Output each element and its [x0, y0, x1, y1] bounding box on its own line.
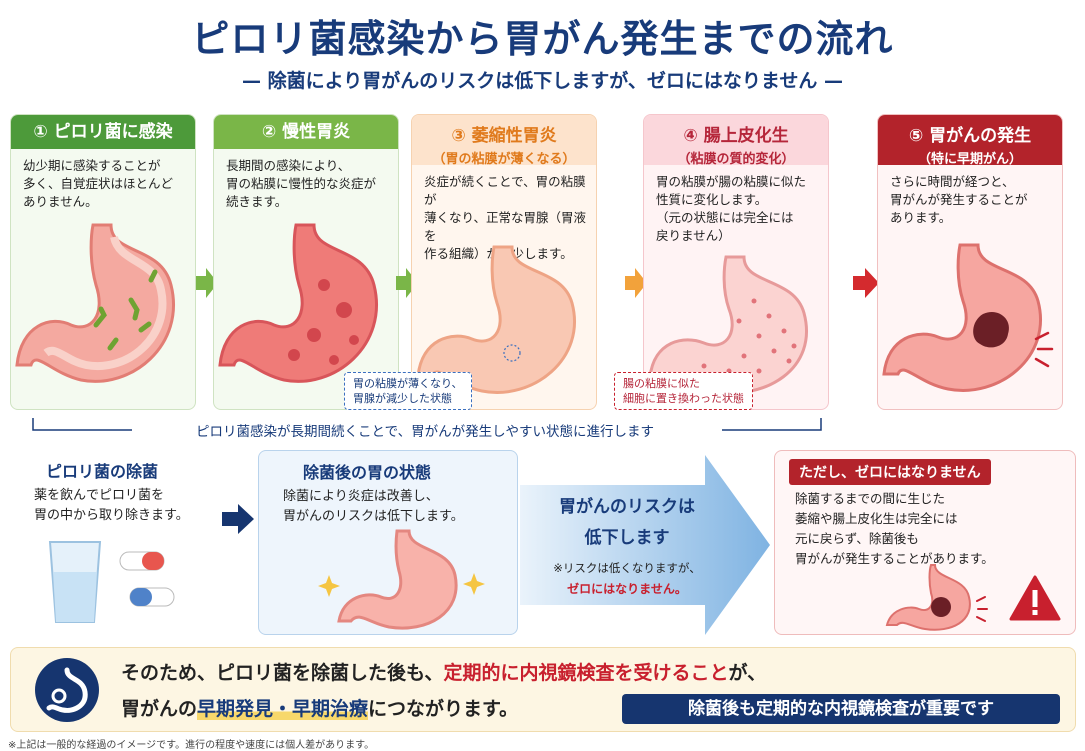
arrow-right-icon — [396, 268, 418, 298]
tumor-icon — [973, 311, 1009, 348]
stomach-healthy-illustration — [318, 529, 485, 630]
caution-text: 除菌するまでの間に生じた萎縮や腸上皮化生は完全には元に戻らず、除菌後も胃がんが発… — [795, 491, 994, 566]
capsule-icon — [119, 551, 165, 571]
stage-card-intestinal-metaplasia: ④ 腸上皮化生（粘膜の質的変化） 胃の粘膜が腸の粘膜に似た性質に変化します。（元… — [643, 114, 829, 410]
footnote: ※上記は一般的な経過のイメージです。進行の程度や速度には個人差があります。 — [8, 740, 375, 751]
key-message-pill: 除菌後も定期的な内視鏡検査が重要です — [622, 694, 1060, 724]
after-text: 除菌により炎症は改善し、胃がんのリスクは低下します。 — [283, 489, 464, 524]
stage-card-chronic-gastritis: ② 慢性胃炎 長期間の感染により、胃の粘膜に慢性的な炎症が続きます。 — [213, 114, 399, 410]
bottom-line-1: そのため、ピロリ菌を除菌した後も、定期的に内視鏡検査を受けることが、 — [121, 662, 767, 684]
callout-atrophy: 胃の粘膜が薄くなり、胃腺が減少した状態 — [344, 372, 472, 410]
stage-text: 長期間の感染により、胃の粘膜に慢性的な炎症が続きます。 — [226, 158, 377, 209]
stage-card-infection: ① ピロリ菌に感染 幼少期に感染することが多く、自覚症状はほとんどありません。 — [10, 114, 196, 410]
after-title: 除菌後の胃の状態 — [303, 463, 432, 482]
stage-title: ③ 萎縮性胃炎（胃の粘膜が薄くなる） — [412, 115, 596, 167]
eradication-text: 薬を飲んでピロリ菌を胃の中から取り除きます。 — [34, 488, 189, 523]
stage-text: さらに時間が経つと、胃がんが発生することがあります。 — [890, 174, 1028, 225]
page-title: ピロリ菌感染から胃がん発生までの流れ — [191, 17, 894, 61]
big-arrow-icon — [520, 455, 770, 635]
risk-text: 胃がんのリスクは 低下します ※リスクは低くなりますが、 ゼロにはなりません。 — [553, 497, 701, 596]
bacteria-icon — [93, 269, 158, 351]
warning-icon — [1009, 575, 1061, 621]
sparkle-icon — [318, 573, 485, 597]
stage-title: ① ピロリ菌に感染 — [11, 115, 195, 149]
stomach-inflamed-illustration — [218, 223, 378, 383]
bracket-caption: ピロリ菌感染が長期間続くことで、胃がんが発生しやすい状態に進行します — [196, 424, 654, 440]
stage-text: 胃の粘膜が腸の粘膜に似た性質に変化します。（元の状態には完全には戻りません） — [656, 174, 807, 243]
caution-box: ただし、ゼロにはなりません 除菌するまでの間に生じた萎縮や腸上皮化生は完全には元… — [774, 450, 1076, 635]
water-and-pills-illustration — [48, 541, 175, 623]
bottom-line-2: 胃がんの早期発見・早期治療につながります。 — [121, 698, 519, 720]
callout-metaplasia: 腸の粘膜に似た細胞に置き換わった状態 — [614, 372, 753, 410]
stomach-cancer-small-illustration — [885, 564, 988, 631]
stage-card-atrophic-gastritis: ③ 萎縮性胃炎（胃の粘膜が薄くなる） 炎症が続くことで、胃の粘膜が薄くなり、正常… — [411, 114, 597, 410]
arrow-right-icon — [222, 504, 254, 534]
stage-title: ② 慢性胃炎 — [214, 115, 398, 149]
eradication-box: ピロリ菌の除菌 薬を飲んでピロリ菌を胃の中から取り除きます。 — [10, 450, 216, 635]
tumor-icon — [931, 597, 951, 617]
eradication-title: ピロリ菌の除菌 — [46, 462, 159, 481]
stomach-cancer-illustration — [882, 243, 1054, 392]
arrow-right-icon — [625, 268, 647, 298]
stage-title: ⑤ 胃がんの発生（特に早期がん） — [878, 115, 1062, 167]
stage-title: ④ 腸上皮化生（粘膜の質的変化） — [644, 115, 828, 167]
endoscope-stomach-icon — [35, 658, 99, 722]
stage-text: 幼少期に感染することが多く、自覚症状はほとんどありません。 — [23, 158, 174, 209]
capsule-icon — [129, 587, 175, 607]
page-subtitle: — 除菌により胃がんのリスクは低下しますが、ゼロにはなりません — — [242, 70, 843, 92]
stomach-bacteria-illustration — [15, 223, 175, 383]
bracket-line — [32, 418, 822, 431]
arrow-right-icon — [853, 268, 879, 298]
arrow-right-icon — [196, 268, 218, 298]
caution-title: ただし、ゼロにはなりません — [789, 459, 991, 485]
stage-card-gastric-cancer: ⑤ 胃がんの発生（特に早期がん） さらに時間が経つと、胃がんが発生することがあり… — [877, 114, 1063, 410]
after-eradication-box: 除菌後の胃の状態 除菌により炎症は改善し、胃がんのリスクは低下します。 — [258, 450, 518, 635]
